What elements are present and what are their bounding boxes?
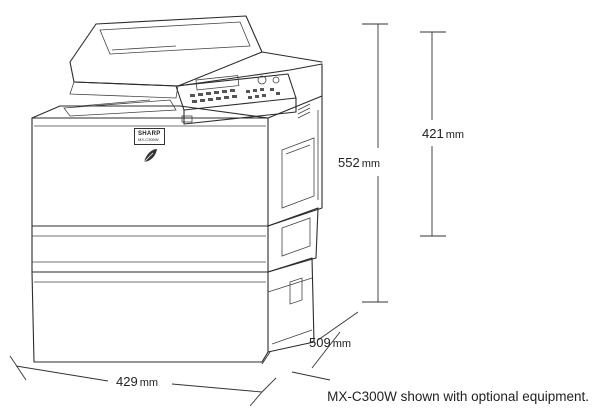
figure-caption: MX-C300W shown with optional equipment. bbox=[327, 389, 589, 404]
lower-cabinet bbox=[31, 257, 315, 363]
dim-width-429 bbox=[9, 355, 277, 407]
dim-height-552 bbox=[362, 23, 388, 303]
dim-depth-509 bbox=[261, 311, 359, 381]
dim-value-552: 552 bbox=[338, 155, 360, 170]
dim-value-421: 421 bbox=[422, 126, 444, 141]
paper-tray bbox=[31, 207, 319, 273]
main-body bbox=[31, 95, 323, 227]
operation-panel bbox=[175, 73, 297, 125]
brand-logo: SHARP MX-C300W bbox=[134, 128, 165, 145]
document-feeder bbox=[69, 15, 323, 99]
dim-value-509: 509 bbox=[309, 335, 331, 350]
brand-logo-text: SHARP bbox=[138, 131, 161, 137]
dim-unit-509: mm bbox=[332, 338, 352, 350]
dim-value-429: 429 bbox=[116, 374, 138, 389]
dim-height-421 bbox=[420, 31, 446, 237]
dim-unit-552: mm bbox=[361, 158, 381, 170]
leaf-logo-icon bbox=[143, 149, 157, 163]
model-badge-text: MX-C300W bbox=[138, 137, 159, 142]
dim-unit-421: mm bbox=[445, 129, 465, 141]
dim-unit-429: mm bbox=[139, 377, 159, 389]
